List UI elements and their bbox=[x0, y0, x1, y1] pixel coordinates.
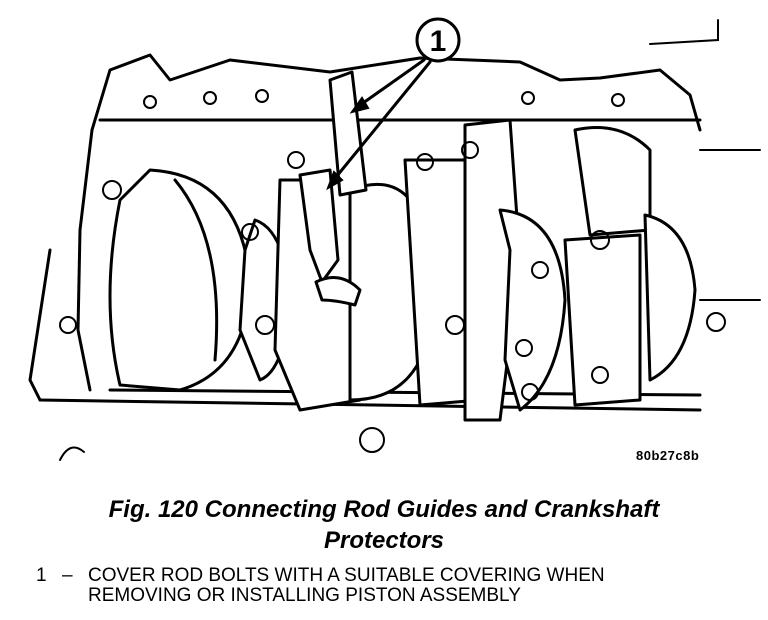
legend-item-line-1: COVER ROD BOLTS WITH A SUITABLE COVERING… bbox=[88, 565, 605, 586]
legend: 1 – COVER ROD BOLTS WITH A SUITABLE COVE… bbox=[36, 566, 756, 606]
figure-caption: Fig. 120 Connecting Rod Guides and Crank… bbox=[0, 494, 768, 556]
caption-line-2: Protectors bbox=[323, 527, 445, 554]
engine-illustration: 1 bbox=[28, 17, 761, 461]
connecting-rod-with-guide bbox=[298, 70, 368, 307]
legend-item-text: COVER ROD BOLTS WITH A SUITABLE COVERING… bbox=[88, 566, 748, 606]
figure-id: 80b27c8b bbox=[636, 448, 700, 463]
callout-number: 1 bbox=[430, 25, 447, 58]
callout-1: 1 bbox=[326, 17, 461, 191]
crankshaft bbox=[108, 118, 697, 422]
legend-item-number: 1 bbox=[36, 565, 47, 586]
legend-item-dash: – bbox=[62, 565, 73, 586]
engine-block bbox=[28, 19, 761, 461]
legend-item-line-2: REMOVING OR INSTALLING PISTON ASSEMBLY bbox=[88, 585, 521, 606]
caption-line-1: Fig. 120 Connecting Rod Guides and Crank… bbox=[108, 496, 660, 523]
bolts bbox=[59, 89, 726, 453]
legend-item: 1 – COVER ROD BOLTS WITH A SUITABLE COVE… bbox=[36, 566, 756, 606]
